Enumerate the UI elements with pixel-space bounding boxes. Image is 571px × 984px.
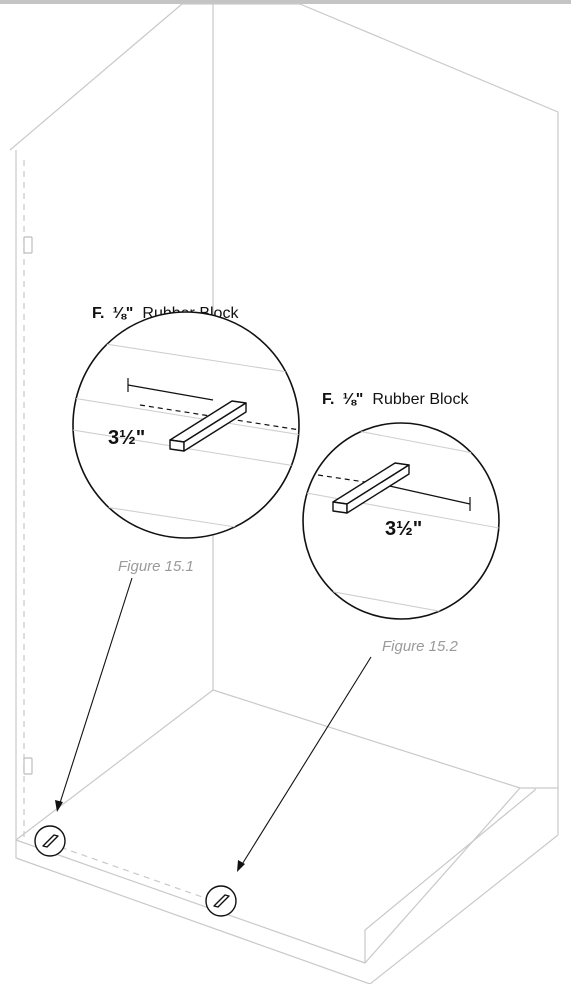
arrowhead-1 bbox=[55, 800, 63, 812]
pointer-arrow-2 bbox=[240, 656, 372, 867]
curb-inner bbox=[364, 788, 536, 963]
tile-line bbox=[73, 395, 299, 439]
dimension-label-2: 3½" bbox=[385, 518, 422, 540]
rubber-block-side bbox=[169, 439, 185, 452]
enclosure-outline bbox=[9, 3, 559, 984]
base-right-edge bbox=[369, 834, 559, 984]
dimension-label-1: 3½" bbox=[108, 427, 145, 449]
tile-line bbox=[303, 489, 499, 531]
marker-block-icon bbox=[42, 834, 59, 848]
arrowhead-2 bbox=[237, 860, 245, 872]
upper-hinge-icon bbox=[23, 236, 33, 254]
callout-1-fraction: ⅛" bbox=[112, 305, 133, 322]
base-front-edge bbox=[15, 840, 371, 984]
pointer-arrow-1 bbox=[58, 577, 133, 807]
figure-caption-2: Figure 15.2 bbox=[382, 638, 459, 655]
back-wall-top-edge bbox=[9, 3, 559, 151]
floor-back-edges bbox=[15, 689, 521, 841]
lower-hinge-icon bbox=[23, 757, 33, 775]
callout-2-prefix: F. bbox=[322, 391, 334, 408]
callout-2: F. ⅛" Rubber Block 3½" Figure 15.2 bbox=[302, 391, 500, 655]
callout-2-title: F. ⅛" Rubber Block bbox=[322, 391, 469, 408]
location-markers bbox=[34, 825, 237, 917]
tile-line bbox=[73, 427, 299, 471]
rubber-block-end bbox=[183, 402, 247, 452]
rubber-block-side bbox=[332, 501, 348, 514]
dimension-line bbox=[384, 484, 471, 505]
curb-top bbox=[15, 787, 558, 964]
pointer-arrows bbox=[55, 577, 372, 872]
top-rule bbox=[0, 0, 571, 4]
rubber-block-end bbox=[346, 464, 410, 514]
callout-2-fraction: ⅛" bbox=[342, 391, 363, 408]
dimension-line bbox=[127, 384, 214, 401]
callout-2-name: Rubber Block bbox=[372, 391, 469, 408]
marker-block-icon bbox=[213, 894, 230, 908]
zoom-circle-2 bbox=[302, 422, 500, 620]
callout-1-prefix: F. bbox=[92, 305, 104, 322]
zoom-circle-1 bbox=[72, 311, 300, 539]
callout-1: F. ⅛" Rubber Block 3½" Figure 15.1 bbox=[72, 305, 300, 575]
figure-caption-1: Figure 15.1 bbox=[118, 558, 194, 575]
floor-dashed-line bbox=[39, 839, 226, 906]
